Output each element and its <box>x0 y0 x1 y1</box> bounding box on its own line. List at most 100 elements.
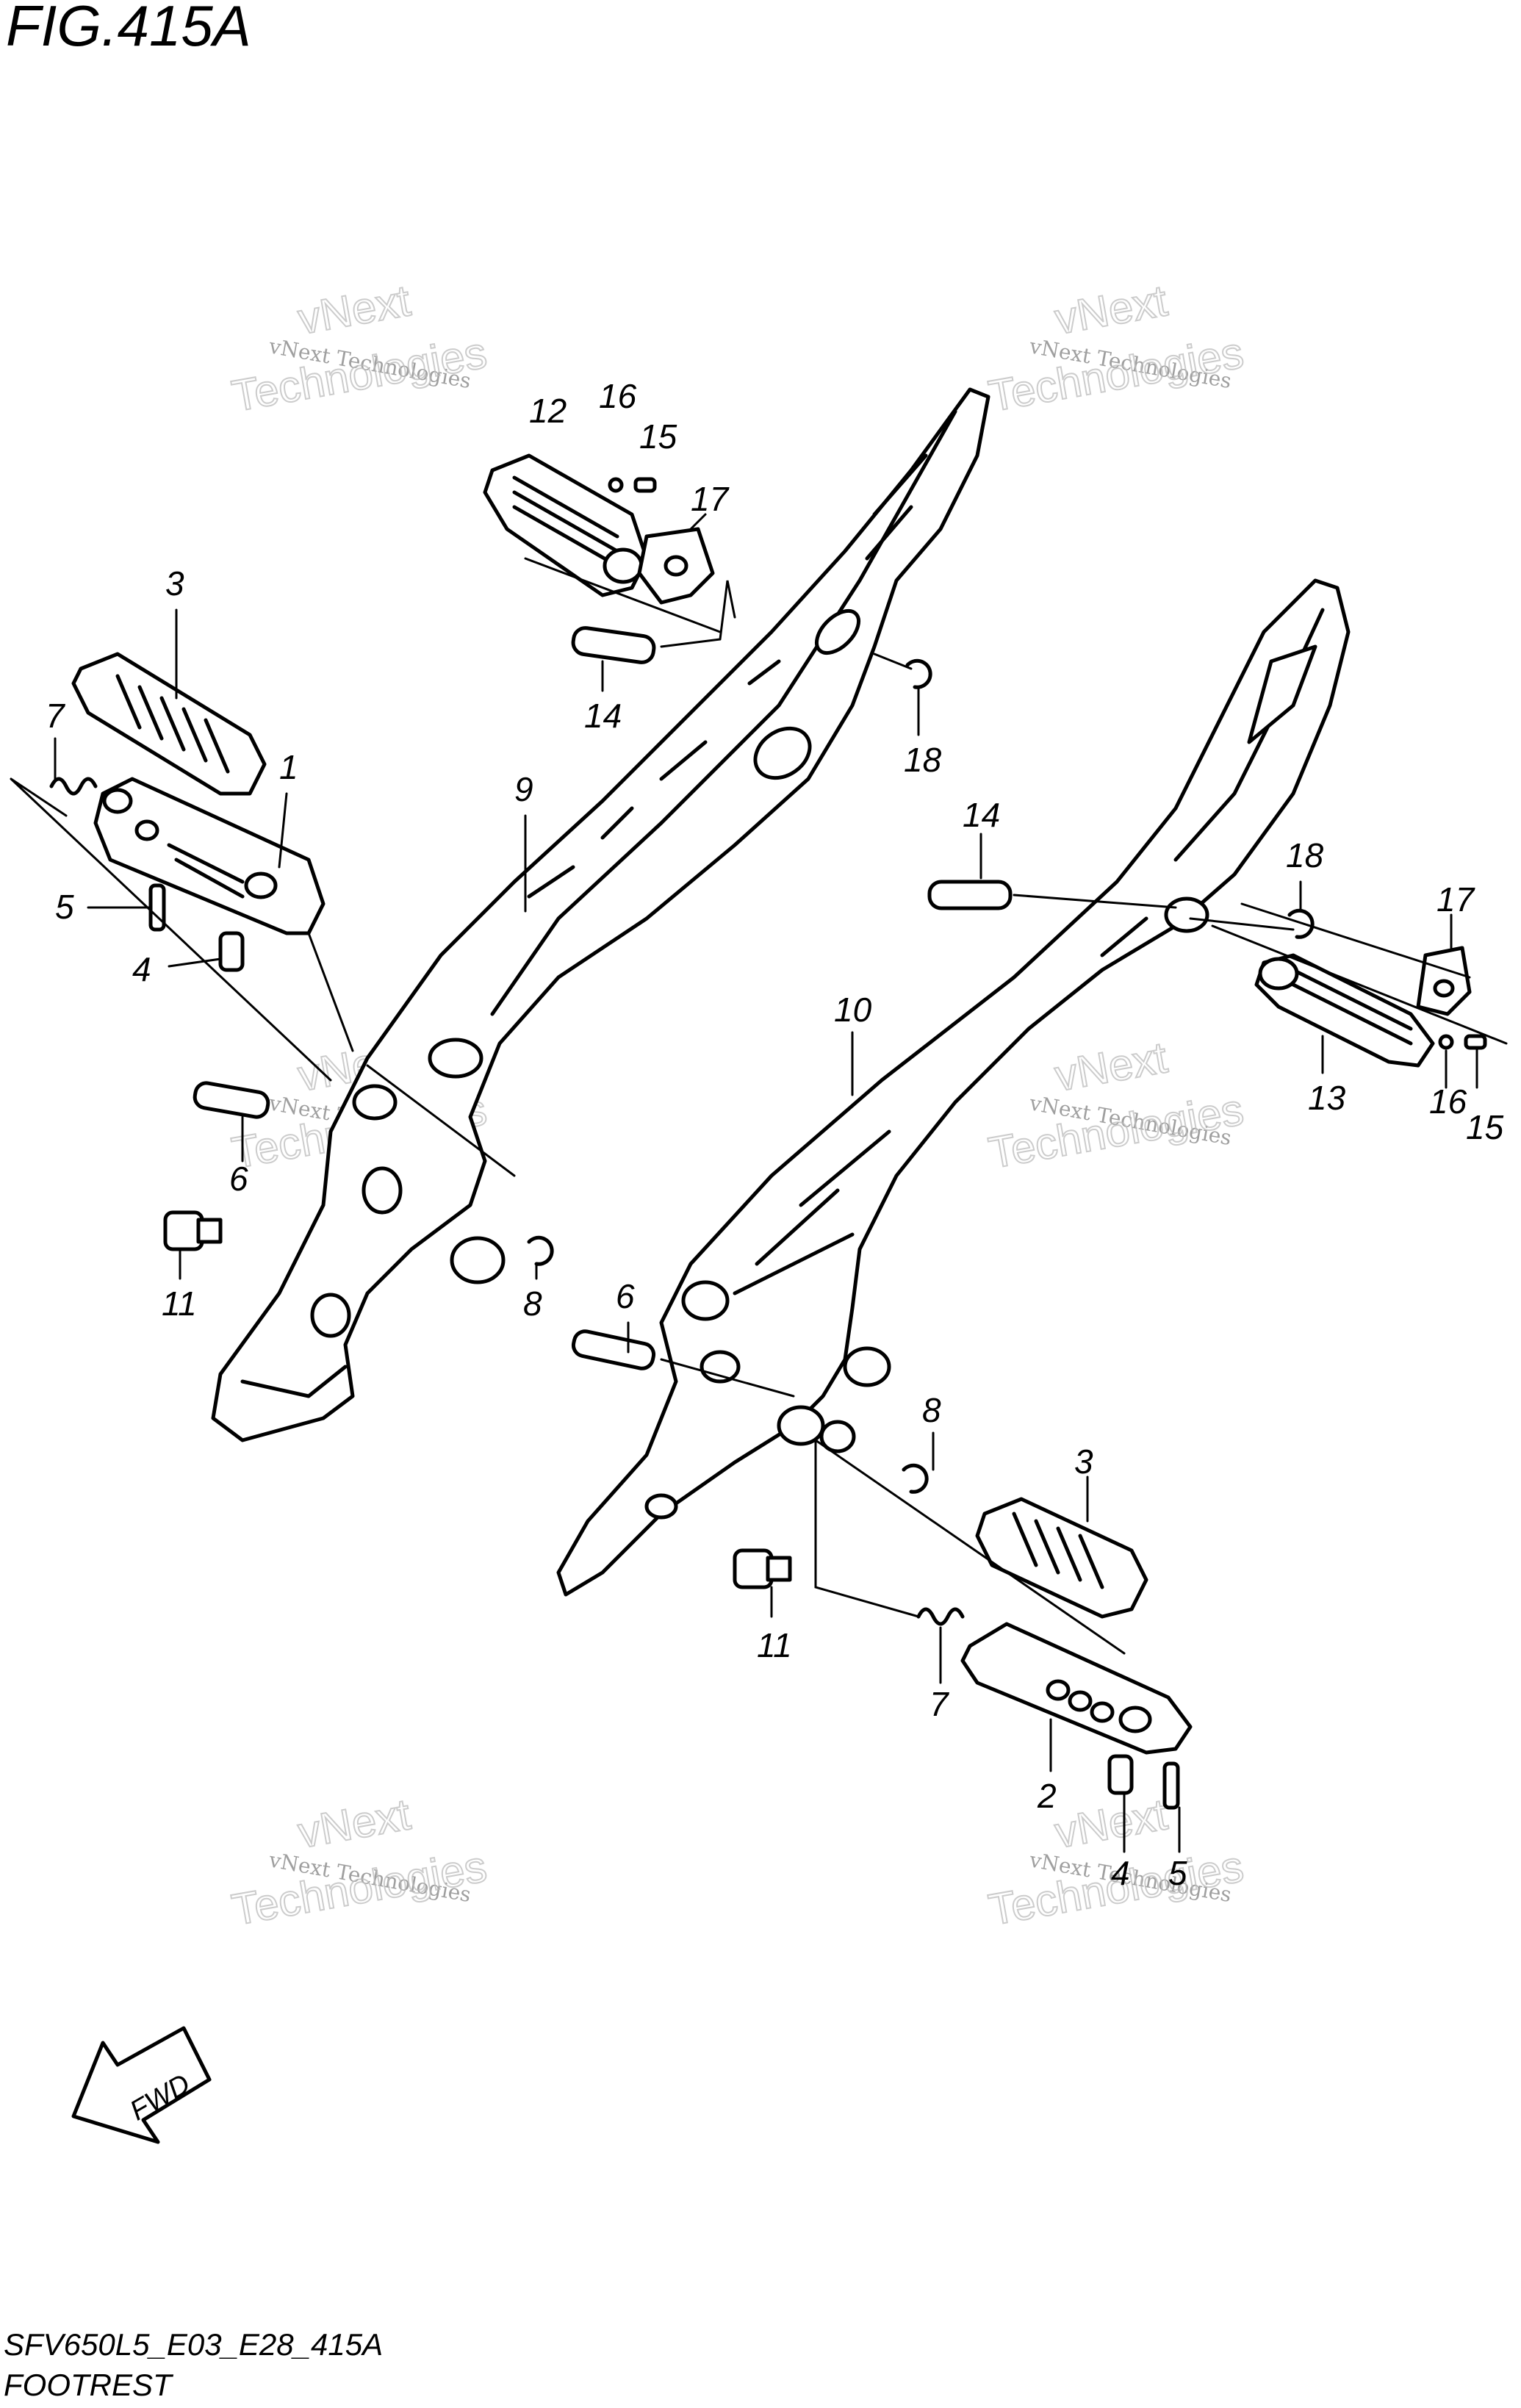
svg-text:vNext: vNext <box>1051 1032 1171 1101</box>
footrest-rubber-left-3 <box>71 652 267 796</box>
svg-text:vNext: vNext <box>295 276 414 344</box>
svg-text:7: 7 <box>46 697 65 735</box>
svg-text:6: 6 <box>616 1277 635 1315</box>
svg-text:4: 4 <box>1111 1854 1130 1892</box>
callout-8-left: 8 <box>523 1262 542 1323</box>
clip-right-18 <box>1287 908 1315 939</box>
watermark-mid-right: vNext Technologies vNext Technologies <box>985 1032 1248 1179</box>
svg-text:3: 3 <box>165 564 184 603</box>
callout-4-left: 4 <box>132 950 222 988</box>
ball-left-16 <box>608 477 624 493</box>
callout-5-right: 5 <box>1168 1806 1187 1892</box>
svg-text:18: 18 <box>1286 836 1324 874</box>
callout-14-right: 14 <box>963 796 1000 880</box>
bracket-left-9 <box>211 387 990 1442</box>
callout-17-right: 17 <box>1436 880 1475 949</box>
callout-11-right: 11 <box>757 1586 792 1664</box>
svg-text:5: 5 <box>55 888 74 926</box>
clip-left-18 <box>905 658 932 689</box>
watermark-top-right: vNext Technologies vNext Technologies <box>985 275 1248 422</box>
svg-text:Technologies: Technologies <box>229 328 491 421</box>
svg-text:15: 15 <box>639 417 677 456</box>
callout-15-right: 15 <box>1466 1046 1504 1146</box>
svg-text:8: 8 <box>922 1391 941 1429</box>
svg-text:17: 17 <box>1436 880 1475 919</box>
svg-text:Technologies: Technologies <box>229 1841 491 1935</box>
svg-text:15: 15 <box>1466 1108 1504 1146</box>
svg-text:Technologies: Technologies <box>985 1085 1248 1178</box>
bolt-right-11 <box>733 1548 792 1589</box>
svg-text:3: 3 <box>1074 1442 1093 1481</box>
pin-left-14 <box>571 626 656 664</box>
callout-13: 13 <box>1308 1035 1346 1117</box>
figure-name: FOOTREST <box>4 2368 174 2402</box>
svg-text:8: 8 <box>523 1284 542 1323</box>
bracket-right-10 <box>556 578 1351 1597</box>
svg-text:5: 5 <box>1168 1854 1187 1892</box>
svg-text:vNext: vNext <box>1051 276 1171 344</box>
callout-14-left: 14 <box>584 660 622 735</box>
clip-right-8 <box>902 1463 929 1494</box>
svg-text:14: 14 <box>584 697 622 735</box>
callout-16-right: 16 <box>1429 1049 1467 1121</box>
svg-text:18: 18 <box>904 741 942 779</box>
callout-8-right: 8 <box>922 1391 941 1471</box>
footrest-rubber-right-3 <box>975 1497 1148 1619</box>
svg-text:9: 9 <box>514 770 533 808</box>
svg-text:Technologies: Technologies <box>985 328 1248 421</box>
svg-text:2: 2 <box>1037 1777 1057 1815</box>
clip-left-8 <box>527 1235 554 1266</box>
leader-lines <box>10 557 1508 1655</box>
callout-18-right: 18 <box>1286 836 1324 913</box>
callout-7-left: 7 <box>46 697 65 780</box>
footrest-right-2 <box>960 1622 1193 1755</box>
watermark-top-left: vNext Technologies vNext Technologies <box>228 275 492 422</box>
callout-17-left: 17 <box>689 480 730 531</box>
callout-3-left: 3 <box>165 564 184 700</box>
callout-11-left: 11 <box>162 1248 197 1323</box>
svg-text:1: 1 <box>279 748 298 786</box>
callout-2: 2 <box>1037 1718 1057 1815</box>
ball-right-16 <box>1438 1034 1454 1050</box>
spring-pin-right-15 <box>1464 1034 1487 1050</box>
pin-left-5 <box>148 883 166 932</box>
svg-text:16: 16 <box>599 377 637 415</box>
spring-pin-left-15 <box>633 477 657 493</box>
callout-10: 10 <box>834 991 872 1096</box>
plate-left-17 <box>637 527 715 605</box>
callout-18-left: 18 <box>904 686 942 779</box>
svg-text:11: 11 <box>162 1284 197 1323</box>
screw-left-4 <box>218 931 245 972</box>
svg-text:vNext: vNext <box>1051 1789 1171 1858</box>
passenger-footrest-left-12 <box>483 453 649 597</box>
callout-16-left: 16 <box>599 377 637 415</box>
svg-text:vNext: vNext <box>295 1789 414 1858</box>
svg-text:4: 4 <box>132 950 151 988</box>
callout-12: 12 <box>529 392 567 430</box>
footrest-left-1 <box>93 777 326 935</box>
callout-1: 1 <box>278 748 298 869</box>
svg-text:11: 11 <box>757 1626 792 1664</box>
callout-9: 9 <box>514 770 533 913</box>
bolt-left-11 <box>163 1210 223 1251</box>
svg-text:7: 7 <box>930 1685 949 1723</box>
passenger-footrest-right-13 <box>1254 953 1435 1068</box>
pin-right-14 <box>927 880 1013 910</box>
plate-right-17 <box>1416 946 1472 1016</box>
callout-3-right: 3 <box>1074 1442 1093 1523</box>
svg-text:13: 13 <box>1308 1079 1346 1117</box>
svg-text:16: 16 <box>1429 1082 1467 1121</box>
svg-text:6: 6 <box>229 1160 248 1198</box>
svg-text:17: 17 <box>691 480 730 518</box>
figure-code: SFV650L5_E03_E28_415A <box>4 2327 383 2362</box>
svg-text:14: 14 <box>963 796 1000 834</box>
callout-15-left: 15 <box>639 417 677 456</box>
svg-text:12: 12 <box>529 392 567 430</box>
callout-4-right: 4 <box>1111 1791 1130 1892</box>
callout-5-left: 5 <box>55 888 152 926</box>
fwd-arrow-icon: FWD <box>71 2026 212 2144</box>
pin-left-6 <box>193 1081 270 1119</box>
svg-text:10: 10 <box>834 991 872 1029</box>
callout-6-right: 6 <box>616 1277 635 1354</box>
